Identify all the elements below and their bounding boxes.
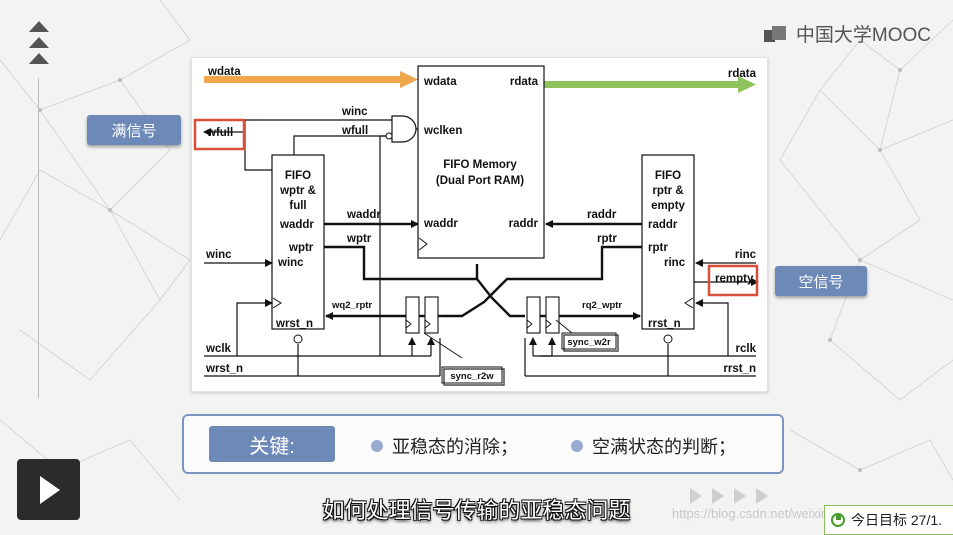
mem-waddr-port: waddr [423, 218, 458, 230]
key-item-metastability: 亚稳态的消除； [371, 433, 518, 459]
mem-rdata-port: rdata [510, 76, 539, 88]
progress-icon [831, 513, 845, 527]
sync-r2w-ff1 [405, 296, 420, 334]
rempty-highlight [707, 264, 759, 297]
rblock-raddr: raddr [648, 219, 678, 231]
wptr-bus-label: wptr [346, 233, 372, 245]
wrst-n-label: wrst_n [205, 363, 243, 375]
winc-left-label: winc [205, 249, 232, 261]
next-icon[interactable] [734, 488, 746, 504]
key-points-box: 关键: 亚稳态的消除； 空满状态的判断； [182, 414, 784, 474]
video-subtitle: 如何处理信号传输的亚稳态问题 [322, 498, 631, 523]
wfull-highlight [193, 118, 246, 151]
left-rule [38, 78, 39, 398]
sync-w2r-ff2 [545, 296, 560, 334]
empty-signal-callout: 空信号 [775, 266, 867, 296]
winc-top-label: winc [341, 106, 368, 118]
fifo-memory-block [417, 65, 545, 259]
and-gate [391, 115, 417, 143]
slide-nav-arrows[interactable] [28, 18, 50, 69]
fifo-diagram: FIFO Memory (Dual Port RAM) wdata rdata … [191, 57, 768, 392]
bullet-icon [371, 440, 383, 452]
rq2-wptr-label: rq2_wptr [582, 300, 622, 311]
rdata-out-label: rdata [728, 68, 757, 80]
bullet-icon [571, 440, 583, 452]
mooc-logo: 中国大学MOOC [763, 20, 931, 47]
key-item-full-empty: 空满状态的判断； [571, 433, 736, 459]
rblock-rinc: rinc [664, 257, 686, 269]
goal-text: 今日目标 27/1. [851, 512, 943, 528]
wblock-wptr: wptr [288, 242, 314, 254]
sync-r2w-label: sync_r2w [450, 371, 494, 382]
nav-up-icon[interactable] [29, 37, 49, 48]
rempty-label: rempty [715, 273, 754, 285]
rblock-line1: FIFO [655, 170, 681, 182]
key-label: 关键: [209, 426, 335, 462]
next-icon[interactable] [756, 488, 768, 504]
wdata-in-label: wdata [207, 66, 241, 78]
waddr-bus-label: waddr [346, 209, 381, 221]
wblock-line1: FIFO [285, 170, 311, 182]
memory-subtitle: (Dual Port RAM) [436, 175, 524, 187]
raddr-bus-label: raddr [587, 209, 617, 221]
fifo-schematic: FIFO Memory (Dual Port RAM) wdata rdata … [193, 65, 759, 386]
rptr-bus-label: rptr [597, 233, 617, 245]
key-item-text: 亚稳态的消除； [392, 437, 518, 457]
read-pointer-block [641, 154, 695, 330]
mem-wdata-port: wdata [423, 76, 457, 88]
sync-r2w-ff2 [424, 296, 439, 334]
wdata-arrow [204, 71, 418, 88]
mooc-logo-icon [763, 24, 790, 44]
sync-w2r-ff1 [526, 296, 541, 334]
wblock-winc: winc [277, 257, 304, 269]
mem-wclken-port: wclken [423, 125, 462, 137]
wfull-gate-label: wfull [341, 125, 368, 137]
play-button[interactable] [17, 459, 80, 520]
rblock-rptr: rptr [648, 242, 668, 254]
next-icon[interactable] [690, 488, 702, 504]
key-item-text: 空满状态的判断； [592, 437, 736, 457]
mem-raddr-port: raddr [509, 218, 539, 230]
wblock-line3: full [289, 200, 306, 212]
rblock-line2: rptr & [652, 185, 683, 197]
full-signal-callout: 满信号 [87, 115, 181, 145]
sync-w2r-label: sync_w2r [567, 337, 611, 348]
memory-title: FIFO Memory [443, 159, 517, 171]
rclk-label: rclk [736, 343, 757, 355]
wblock-line2: wptr & [279, 185, 316, 197]
rinc-right-label: rinc [735, 249, 757, 261]
goal-badge[interactable]: 今日目标 27/1. [824, 505, 953, 535]
wq2-rptr-label: wq2_rptr [331, 300, 372, 311]
next-arrows[interactable] [690, 488, 768, 504]
wclk-label: wclk [205, 343, 232, 355]
logo-text: 中国大学MOOC [795, 25, 931, 46]
rrst-n-label: rrst_n [723, 363, 756, 375]
rblock-rrst-n: rrst_n [648, 318, 681, 330]
rdata-arrow [544, 76, 756, 93]
wblock-wrst-n: wrst_n [275, 318, 313, 330]
nav-up-icon[interactable] [29, 21, 49, 32]
nav-up-icon[interactable] [29, 53, 49, 64]
next-icon[interactable] [712, 488, 724, 504]
wblock-waddr: waddr [279, 219, 314, 231]
rblock-line3: empty [651, 200, 685, 212]
write-pointer-block [271, 154, 325, 330]
wfull-label: wfull [206, 127, 233, 139]
